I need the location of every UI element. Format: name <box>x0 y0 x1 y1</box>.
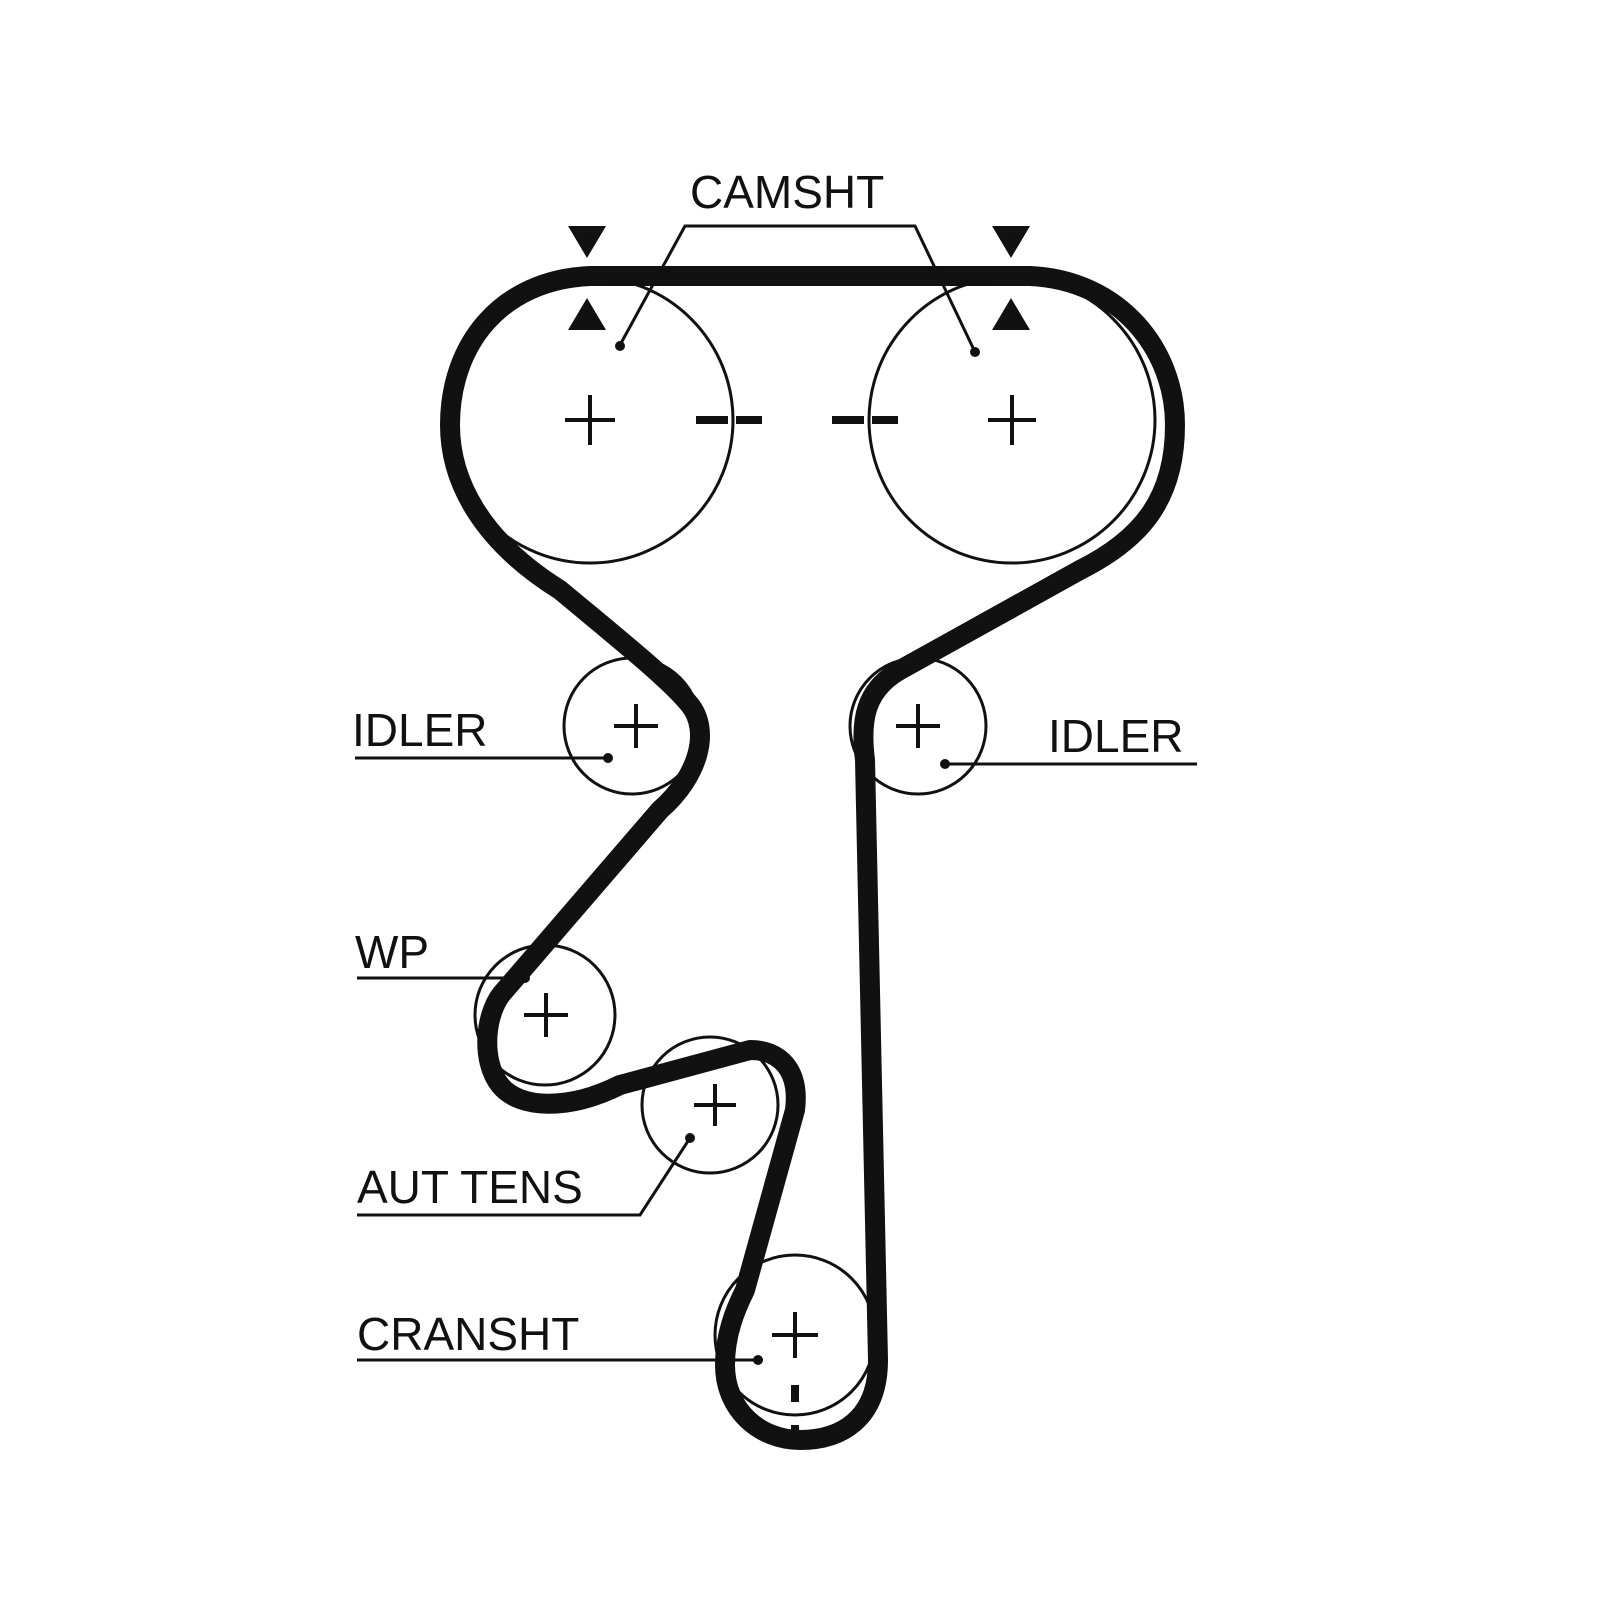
idler-right-label: IDLER <box>1048 710 1183 762</box>
leader-lines <box>355 224 1197 1362</box>
crankshaft-center-icon <box>772 1312 818 1358</box>
timing-marks <box>568 226 1030 330</box>
timing-mark-right-top-icon <box>992 226 1030 258</box>
idler-left-label: IDLER <box>352 704 487 756</box>
camshaft-pulley-left <box>445 275 735 565</box>
camshaft-leader <box>618 224 977 353</box>
idler-pulley-right <box>848 656 988 796</box>
camshaft-pulley-right <box>867 275 1157 565</box>
idler-pulley-left <box>562 656 702 796</box>
camshaft-right-center-icon <box>988 395 1036 445</box>
idler-right-center-icon <box>896 704 940 748</box>
timing-mark-left-bottom-icon <box>568 298 606 330</box>
tensioner-center-icon <box>694 1084 736 1126</box>
timing-mark-right-bottom-icon <box>992 298 1030 330</box>
camshaft-label: CAMSHT <box>690 166 884 218</box>
tensioner-leader <box>357 1137 692 1217</box>
timing-belt <box>440 266 1185 1450</box>
camshaft-left-center-icon <box>565 395 615 445</box>
center-crosses <box>524 395 1036 1358</box>
leader-dots <box>520 341 980 1365</box>
water-pump-label: WP <box>355 926 429 978</box>
tensioner-label: AUT TENS <box>357 1161 583 1213</box>
water-pump-pulley <box>473 943 617 1087</box>
crankshaft-pulley <box>713 1253 877 1417</box>
water-pump-center-icon <box>524 993 568 1037</box>
timing-mark-left-top-icon <box>568 226 606 258</box>
idler-left-center-icon <box>614 704 658 748</box>
tensioner-pulley <box>640 1035 780 1175</box>
crankshaft-label: CRANSHT <box>357 1308 579 1360</box>
